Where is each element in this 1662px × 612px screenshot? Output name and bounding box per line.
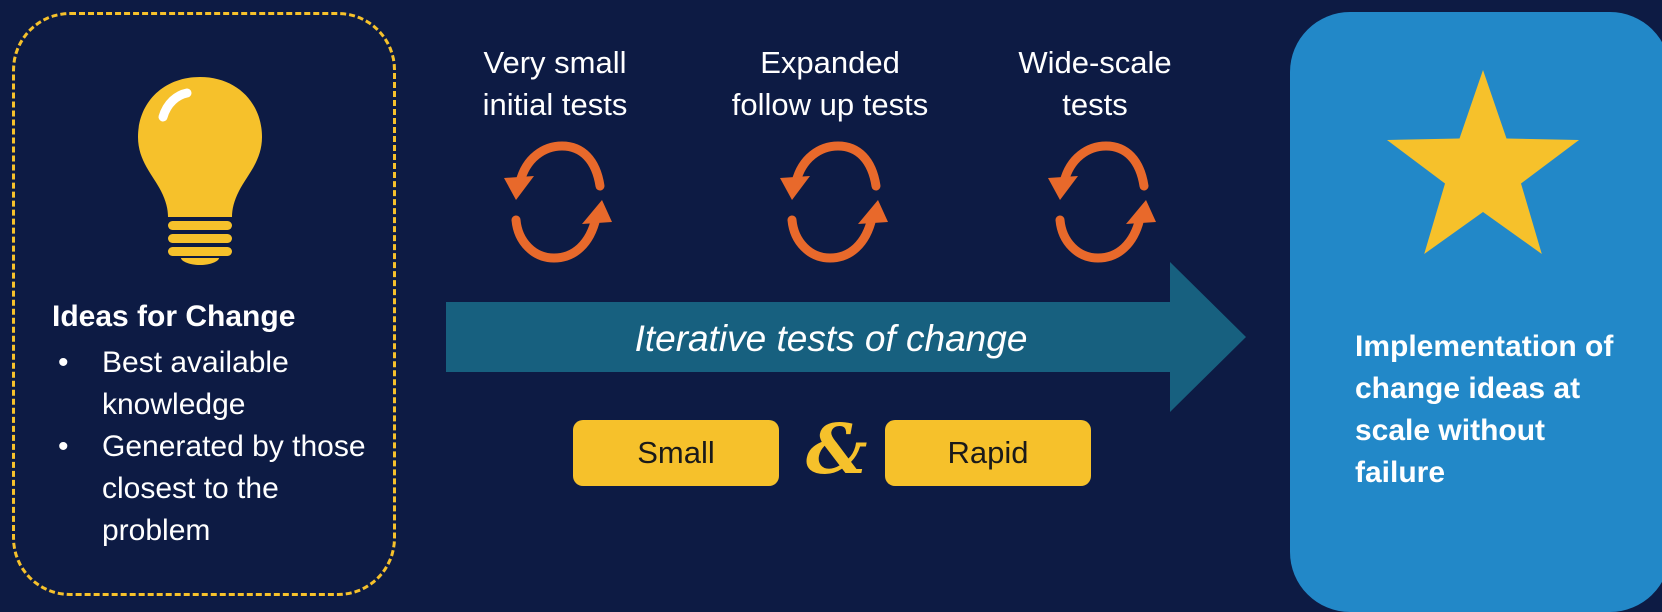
implementation-text: Implementation of change ideas at scale … <box>1355 330 1614 489</box>
cycle-arrows-icon <box>1048 141 1156 263</box>
stage-label-initial: Very small initial tests <box>425 42 685 126</box>
lightbulb-icon <box>138 77 262 265</box>
stage-label-line: initial tests <box>482 87 628 122</box>
ideas-bullet-text: Best available knowledge <box>102 346 289 421</box>
bullet-icon: • <box>58 346 69 379</box>
stage-label-line: Very small <box>483 45 627 80</box>
list-item: • Generated by those closest to the prob… <box>52 426 372 552</box>
arrow-label: Iterative tests of change <box>634 318 1028 359</box>
list-item: • Best available knowledge <box>52 342 372 426</box>
star-icon <box>1387 70 1579 254</box>
stage-label-line: Expanded <box>760 45 900 80</box>
stage-label-expanded: Expanded follow up tests <box>700 42 960 126</box>
iterative-arrow <box>446 262 1246 412</box>
cycle-arrows-icon <box>780 141 888 263</box>
ideas-list: • Best available knowledge • Generated b… <box>52 342 372 552</box>
ampersand: & <box>806 410 868 490</box>
stage-label-line: tests <box>1062 87 1128 122</box>
ideas-panel <box>12 12 396 596</box>
ideas-bullet-text: Generated by those closest to the proble… <box>102 430 366 547</box>
bullet-icon: • <box>58 430 69 463</box>
stage-label-line: Wide-scale <box>1018 45 1172 80</box>
cycle-arrows-icon <box>504 141 612 263</box>
ideas-title: Ideas for Change <box>52 300 296 333</box>
stage-label-wide-scale: Wide-scale tests <box>965 42 1225 126</box>
small-badge: Small <box>573 420 779 486</box>
rapid-badge: Rapid <box>885 420 1091 486</box>
stage-label-line: follow up tests <box>731 87 929 122</box>
